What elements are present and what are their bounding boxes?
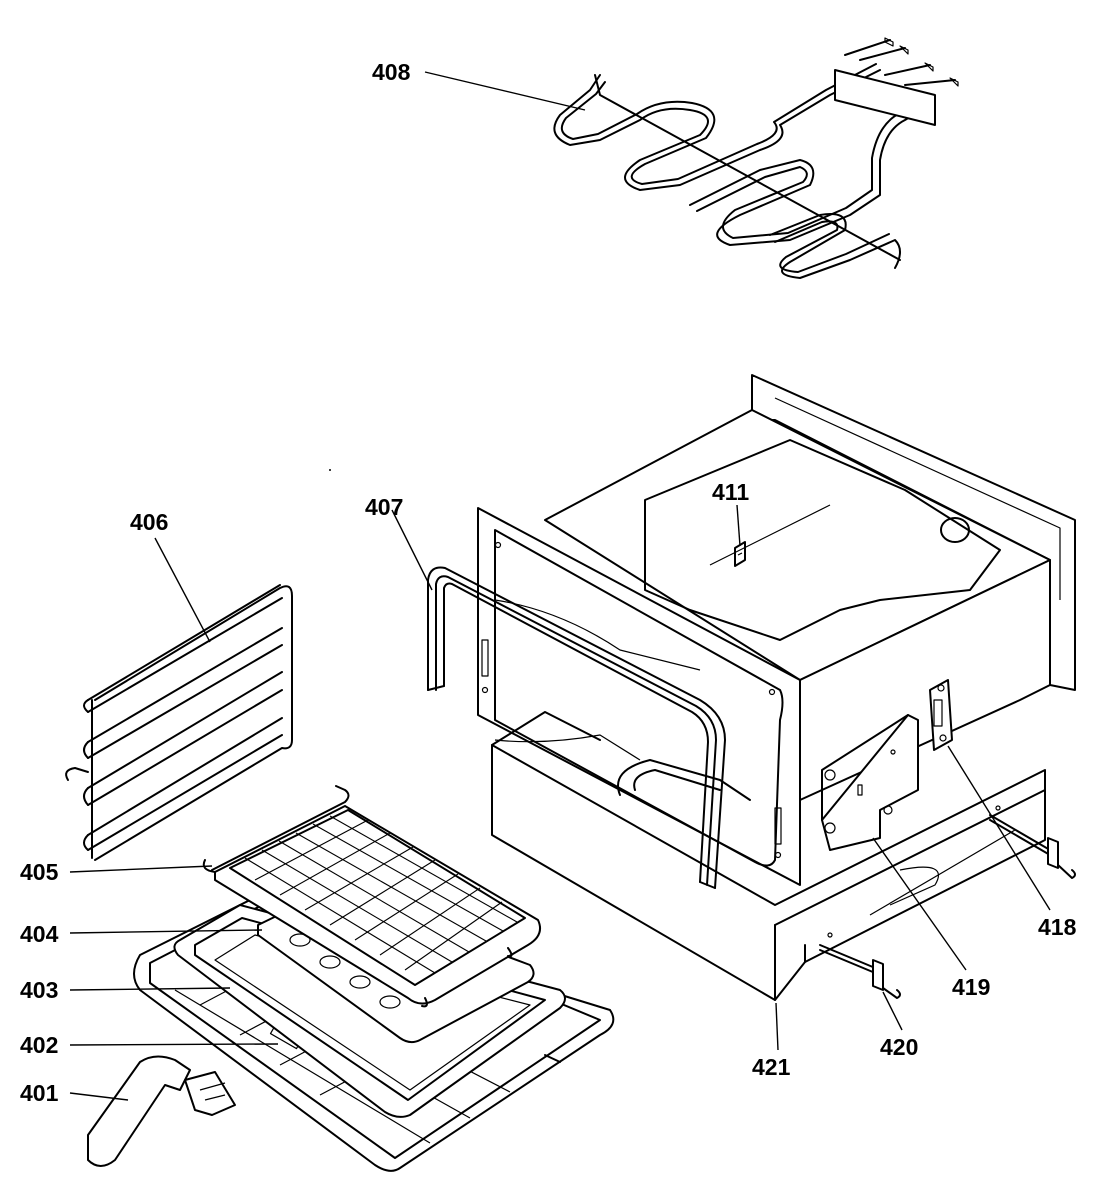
tray-handle-401 (87, 1055, 236, 1167)
wire-shelf-grid (244, 815, 518, 974)
callout-421: 421 (752, 1054, 791, 1080)
leader-419 (872, 837, 967, 971)
shelf-support-406 (65, 584, 293, 861)
leader-lines (69, 71, 1051, 1101)
wire-shelf-405 (202, 469, 541, 1008)
leader-405 (69, 865, 213, 873)
callout-403: 403 (20, 977, 58, 1003)
leader-407 (391, 509, 433, 591)
grill-element-408 (553, 37, 959, 279)
base-pan-421 (491, 711, 1046, 1001)
callout-411: 411 (712, 479, 749, 505)
leader-403 (69, 987, 231, 991)
callout-408: 408 (372, 59, 411, 85)
leader-418 (947, 745, 1051, 911)
callout-418: 418 (1038, 914, 1077, 940)
callout-402: 402 (20, 1032, 58, 1058)
leader-408 (424, 71, 586, 111)
leader-402 (69, 1043, 279, 1046)
leader-421 (775, 1002, 779, 1051)
callout-405: 405 (20, 859, 59, 885)
hinge-420 (819, 814, 1076, 999)
door-switch-418 (929, 679, 953, 751)
callout-407: 407 (365, 494, 403, 520)
leader-411 (736, 504, 741, 547)
callout-404: 404 (20, 921, 59, 947)
bracket-419 (821, 714, 919, 851)
leader-404 (69, 929, 263, 934)
clip-411 (734, 541, 746, 567)
door-seal-407 (427, 566, 726, 889)
leader-420 (882, 991, 903, 1031)
leader-401 (69, 1092, 129, 1101)
callout-401: 401 (20, 1080, 59, 1106)
callout-labels: 408 406 407 411 405 404 403 402 401 418 … (20, 59, 1077, 1106)
callout-419: 419 (952, 974, 990, 1000)
callout-420: 420 (880, 1034, 918, 1060)
leader-406 (154, 537, 211, 643)
callout-406: 406 (130, 509, 168, 535)
